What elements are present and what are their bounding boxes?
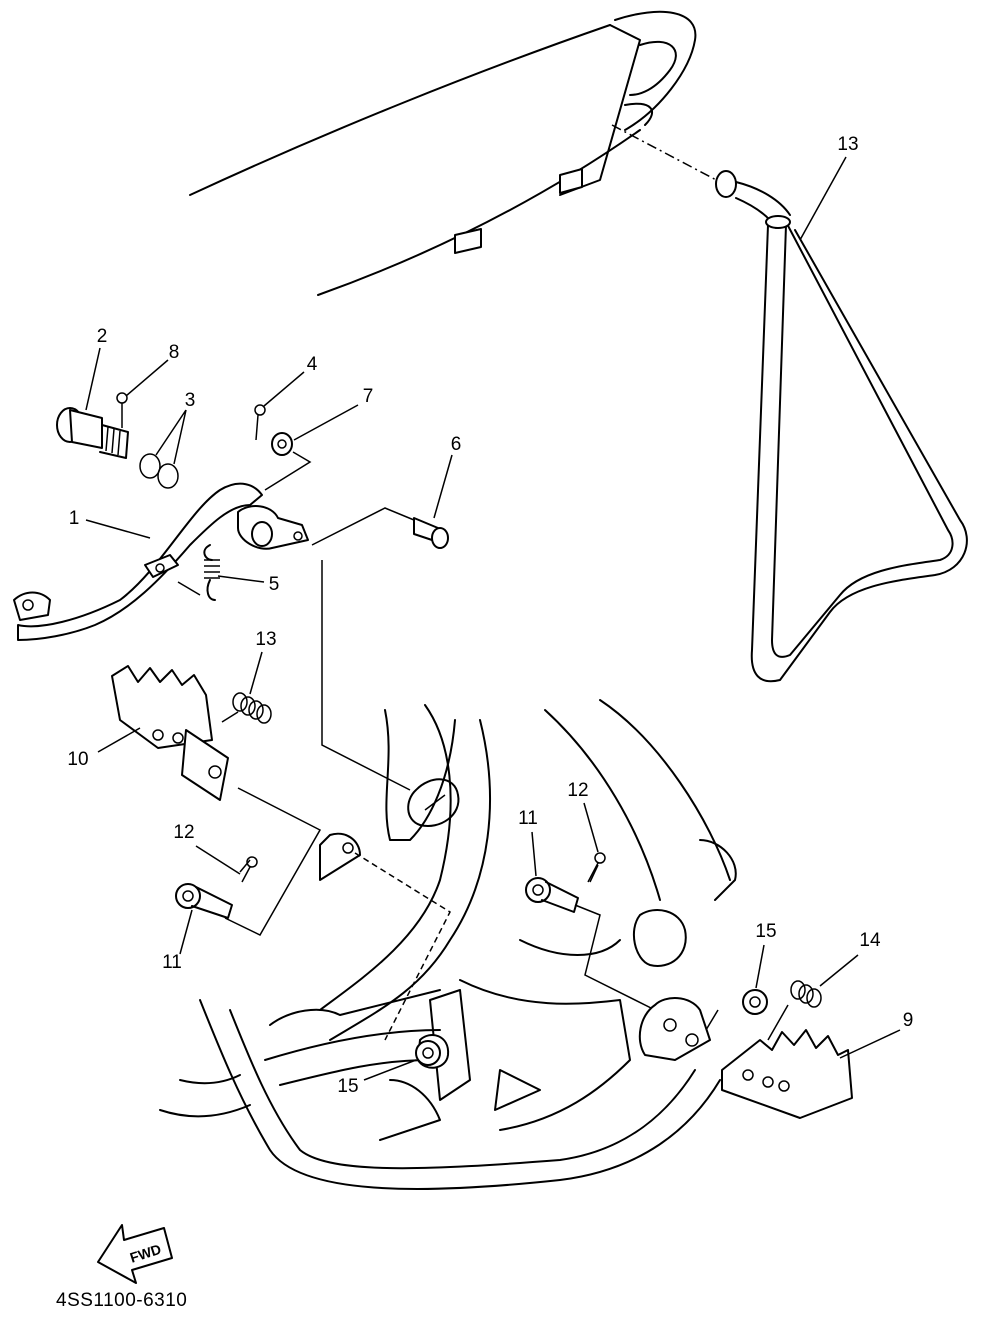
rear-fender bbox=[189, 10, 697, 296]
cotter-pin bbox=[116, 392, 128, 428]
callout-8: 8 bbox=[169, 342, 180, 363]
rear-stand bbox=[715, 170, 968, 683]
callout-10: 10 bbox=[67, 749, 88, 770]
assembly-lines bbox=[177, 451, 789, 1041]
right-footrest bbox=[721, 1029, 853, 1119]
frame bbox=[159, 699, 737, 1190]
left-footrest bbox=[111, 665, 229, 801]
leader-lines bbox=[85, 156, 901, 1081]
callout-14: 13 bbox=[837, 134, 858, 155]
footrest-bolt-right bbox=[525, 877, 579, 913]
callout-13-left: 13 bbox=[255, 629, 276, 650]
forward-direction-arrow: FWD bbox=[97, 1224, 173, 1284]
pivot-shaft bbox=[56, 407, 129, 459]
clevis-pin bbox=[413, 517, 449, 549]
callout-12-left: 12 bbox=[173, 822, 194, 843]
callout-1: 1 bbox=[69, 508, 80, 529]
callout-7: 7 bbox=[363, 386, 374, 407]
diagram-part-code: 4SS1100-6310 bbox=[56, 1290, 187, 1311]
collar-right bbox=[742, 989, 768, 1015]
footrest-pin-right bbox=[587, 852, 606, 883]
callout-6: 6 bbox=[451, 434, 462, 455]
callout-12-right: 12 bbox=[567, 780, 588, 801]
callout-13-right: 14 bbox=[859, 930, 881, 951]
return-spring bbox=[203, 544, 220, 601]
callout-15-right: 15 bbox=[755, 921, 776, 942]
cotter-pin-4 bbox=[254, 404, 266, 441]
callout-labels: 2 8 3 4 7 6 1 5 13 10 12 11 11 12 15 14 … bbox=[67, 134, 913, 1097]
callout-15-left: 15 bbox=[337, 1076, 358, 1097]
connection-line bbox=[611, 124, 721, 183]
footrest-spring-left bbox=[232, 692, 272, 724]
callout-2: 2 bbox=[97, 326, 108, 347]
callout-9: 9 bbox=[903, 1010, 914, 1031]
callout-11-right: 11 bbox=[518, 808, 538, 829]
o-rings bbox=[139, 453, 179, 489]
footrest-bracket-right bbox=[638, 997, 711, 1061]
footrest-spring-right bbox=[790, 980, 822, 1008]
collar-left bbox=[415, 1040, 441, 1066]
washer bbox=[271, 432, 293, 456]
callout-5: 5 bbox=[269, 574, 280, 595]
callout-11-left: 11 bbox=[162, 952, 182, 973]
callout-3: 3 bbox=[185, 390, 196, 411]
callout-4: 4 bbox=[307, 354, 318, 375]
footrest-bolt-left bbox=[175, 883, 233, 919]
footrest-pin-left bbox=[241, 856, 258, 883]
brake-pedal bbox=[13, 482, 309, 641]
